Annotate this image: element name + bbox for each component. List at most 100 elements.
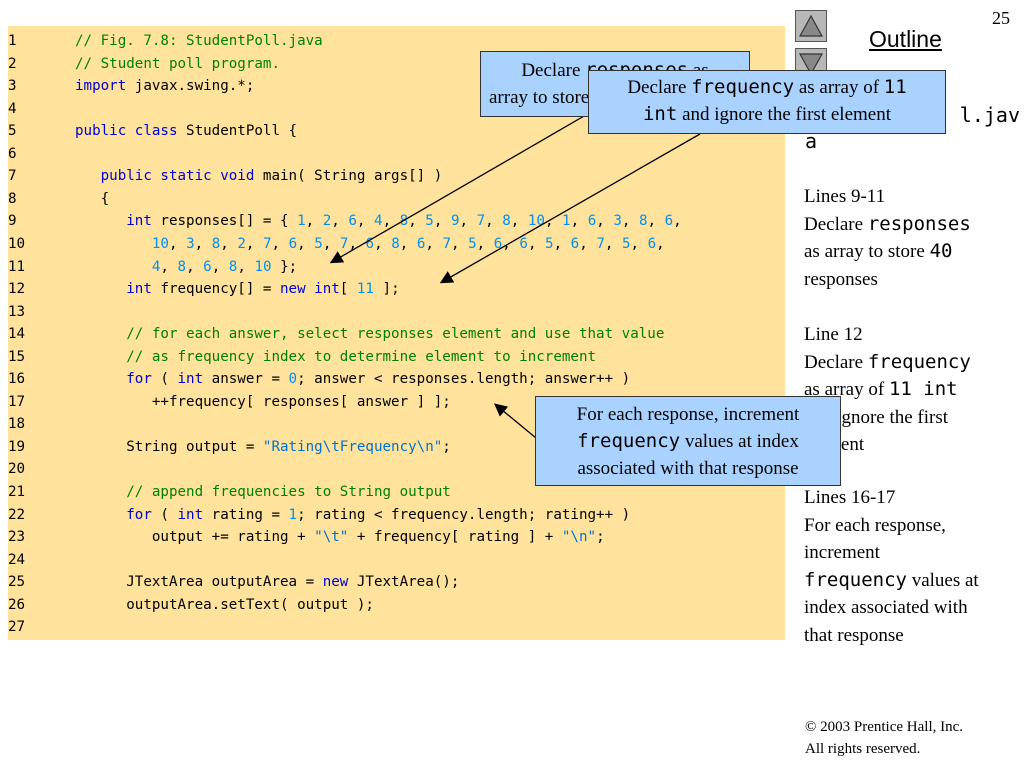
line-number: 27: [8, 619, 26, 636]
code-token: 0: [288, 371, 298, 388]
code-token: ,: [544, 213, 563, 230]
callout-declare-frequency: Declare frequency as array of 11 int and…: [588, 70, 946, 134]
code-token: // append frequencies to String output: [126, 484, 451, 500]
code-token: // as frequency index to determine eleme…: [126, 348, 597, 365]
note-title: Line 12: [804, 324, 863, 345]
code-token: ,: [673, 213, 682, 230]
arrow-frequency: [439, 133, 701, 284]
down-triangle-icon: [799, 53, 823, 75]
note-text: as array to store: [804, 241, 930, 262]
code-token: ,: [579, 235, 597, 252]
code-token: 1: [288, 506, 298, 523]
code-text: // for each answer, select responses ele…: [75, 323, 664, 346]
code-text: import javax.swing.*;: [75, 75, 254, 98]
code-token: "Rating\tFrequency\n": [262, 438, 443, 455]
line-number: 21: [8, 484, 26, 500]
code-token: ,: [647, 213, 665, 230]
line-number: 22: [8, 506, 26, 523]
callout-text: values at index: [680, 431, 799, 452]
line-number: 12: [8, 281, 26, 298]
note-title: Lines 9-11: [804, 186, 886, 207]
note-code: 11 int: [888, 378, 958, 400]
code-token: ,: [425, 235, 443, 252]
code-token: 1: [297, 213, 306, 230]
code-token: ,: [604, 235, 622, 252]
note-title: Lines 16-17: [804, 487, 896, 508]
code-text: output += rating + "\t" + frequency[ rat…: [75, 526, 605, 549]
code-token: 1: [562, 213, 571, 230]
code-token: 5: [468, 235, 477, 252]
code-text: public static void main( String args[] ): [75, 165, 443, 188]
code-token: ,: [570, 213, 588, 230]
code-token: rating =: [203, 506, 289, 523]
line-number: 18: [8, 416, 26, 433]
code-token: JTextArea outputArea =: [75, 574, 323, 591]
code-token: {: [75, 190, 110, 207]
code-token: public static void: [100, 168, 255, 185]
code-text: ++frequency[ responses[ answer ] ];: [75, 391, 451, 414]
filename-label: l.jav a: [805, 102, 1020, 154]
code-token: 7: [476, 213, 486, 230]
code-text: int frequency[] = new int[ 11 ];: [75, 278, 399, 301]
code-token: ,: [656, 235, 665, 252]
outline-title[interactable]: Outline: [869, 26, 942, 52]
code-token: 6: [570, 235, 580, 252]
note-lines-16-17: Lines 16-17 For each response, increment…: [804, 484, 1019, 649]
callout-text: associated with that response: [577, 458, 799, 479]
code-token: 4: [374, 213, 383, 230]
code-token: ,: [331, 213, 349, 230]
note-code: 40: [929, 240, 953, 262]
code-token: ,: [220, 235, 238, 252]
note-text: increment: [804, 542, 880, 563]
code-token: 5: [621, 235, 631, 252]
note-text: Declare: [804, 213, 868, 235]
page-number: 25: [992, 8, 1010, 28]
arrow-responses: [329, 111, 592, 264]
previous-slide-button[interactable]: [795, 10, 827, 42]
code-token: javax.swing.*;: [126, 78, 255, 95]
code-text: int responses[] = { 1, 2, 6, 4, 8, 5, 9,…: [75, 210, 682, 233]
code-token: 2: [237, 235, 246, 252]
up-triangle-icon: [799, 15, 823, 37]
code-token: public class: [75, 123, 178, 140]
callout-text: For each response, increment: [576, 404, 800, 425]
line-number: 2: [8, 55, 17, 72]
line-number: 9: [8, 213, 17, 230]
code-token: ,: [374, 235, 392, 252]
callout-code: frequency: [691, 76, 795, 98]
code-token: };: [271, 258, 298, 275]
code-text: 4, 8, 6, 8, 10 };: [75, 256, 297, 279]
copyright-footer: © 2003 Prentice Hall, Inc. All rights re…: [805, 716, 963, 760]
code-token: int: [126, 213, 152, 230]
code-token: ,: [433, 213, 451, 230]
code-token: ,: [510, 213, 528, 230]
code-token: main( String args[] ): [254, 168, 443, 185]
line-number: 1: [8, 33, 17, 49]
code-token: StudentPoll {: [177, 123, 298, 140]
line-number: 13: [8, 303, 26, 320]
note-text: For each response,: [804, 514, 946, 536]
code-token: 4: [151, 258, 161, 275]
callout-code: 11: [883, 76, 907, 98]
line-number: 24: [8, 551, 26, 568]
code-token: output += rating +: [75, 529, 315, 546]
code-token: 8: [391, 235, 400, 252]
callout-increment-frequency: For each response, increment frequency v…: [535, 396, 841, 486]
note-text: Declare: [804, 351, 868, 373]
code-token: outputArea.setText( output );: [75, 596, 374, 613]
code-text: String output = "Rating\tFrequency\n";: [75, 436, 451, 459]
code-token: 6: [288, 235, 298, 252]
code-token: ++frequency[ responses[ answer ] ];: [75, 393, 451, 410]
code-text: public class StudentPoll {: [75, 120, 297, 143]
code-token: String output =: [75, 438, 263, 455]
code-text: 10, 3, 8, 2, 7, 6, 5, 7, 6, 8, 6, 7, 5, …: [75, 233, 665, 256]
code-token: ,: [502, 235, 520, 252]
code-token: 6: [348, 213, 357, 230]
code-token: ,: [237, 258, 255, 275]
code-token: ,: [476, 235, 494, 252]
code-token: new int: [280, 281, 340, 298]
code-text: {: [75, 188, 110, 211]
code-token: int: [177, 506, 204, 523]
note-text: index associated with: [804, 597, 968, 618]
code-token: responses[] = {: [151, 213, 298, 230]
